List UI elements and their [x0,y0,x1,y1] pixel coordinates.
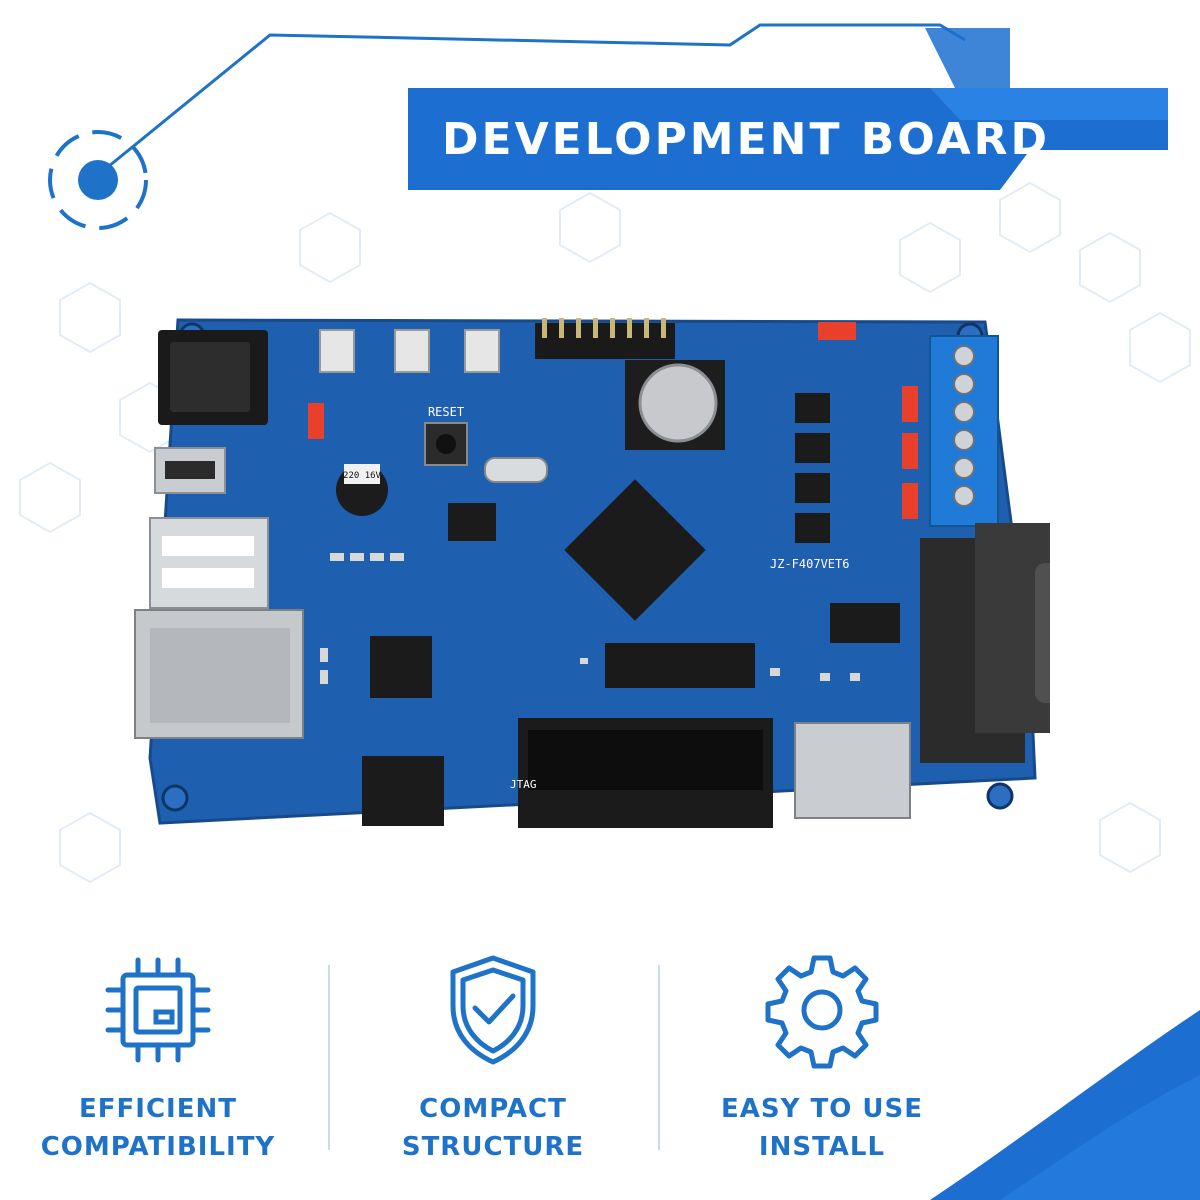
jumper-1 [902,386,918,422]
pin-header-middle [605,643,755,688]
gear-icon [765,955,879,1069]
reset-label: RESET [428,405,464,419]
node-dot-icon [78,160,118,200]
push-button-s2 [394,329,430,373]
pin-header-top [535,323,675,359]
shield-check-icon [450,955,536,1065]
mounting-hole-icon [161,784,189,812]
jumper-2 [902,433,918,469]
feature-efficient-compatibility: EFFICIENT COMPATIBILITY [8,950,308,1166]
feature-label-line2: STRUCTURE [401,1132,585,1162]
coin-cell-battery [638,363,718,443]
push-button-s1 [319,329,355,373]
jumper-top [818,322,856,340]
capacitor-label: 220 16V [343,471,382,481]
crystal [484,457,548,483]
model-label: JZ-F407VET6 [770,557,849,571]
push-button-s3 [464,329,500,373]
mounting-hole-icon [986,782,1014,810]
feature-compact-structure: COMPACT STRUCTURE [343,950,643,1166]
ethernet-phy-chip [370,636,432,698]
feature-easy-install: EASY TO USE INSTALL [672,950,972,1166]
feature-label-line2: INSTALL [758,1132,886,1162]
feature-divider [328,965,330,1150]
jumper-3 [902,483,918,519]
development-board-image: RESET 220 16V JZ-F407VET6 JTAG [134,318,1050,828]
feature-label-line1: EASY TO USE [721,1094,923,1124]
micro-sd-slot [794,722,911,819]
nrf24l01-header [362,756,444,826]
eeprom-chip [448,503,496,541]
header-decoration [48,23,1168,230]
jumper-j5 [308,403,324,439]
feature-label-line1: COMPACT [419,1094,567,1124]
chip-icon [105,957,211,1063]
feature-divider [658,965,660,1150]
banner-title: DEVELOPMENT BOARD [442,113,1051,165]
feature-label-line1: EFFICIENT [79,1094,237,1124]
rs232-chip [830,603,900,643]
usb-a-port [149,517,269,609]
feature-label-line2: COMPATIBILITY [40,1132,276,1162]
jtag-label: JTAG [510,778,537,791]
